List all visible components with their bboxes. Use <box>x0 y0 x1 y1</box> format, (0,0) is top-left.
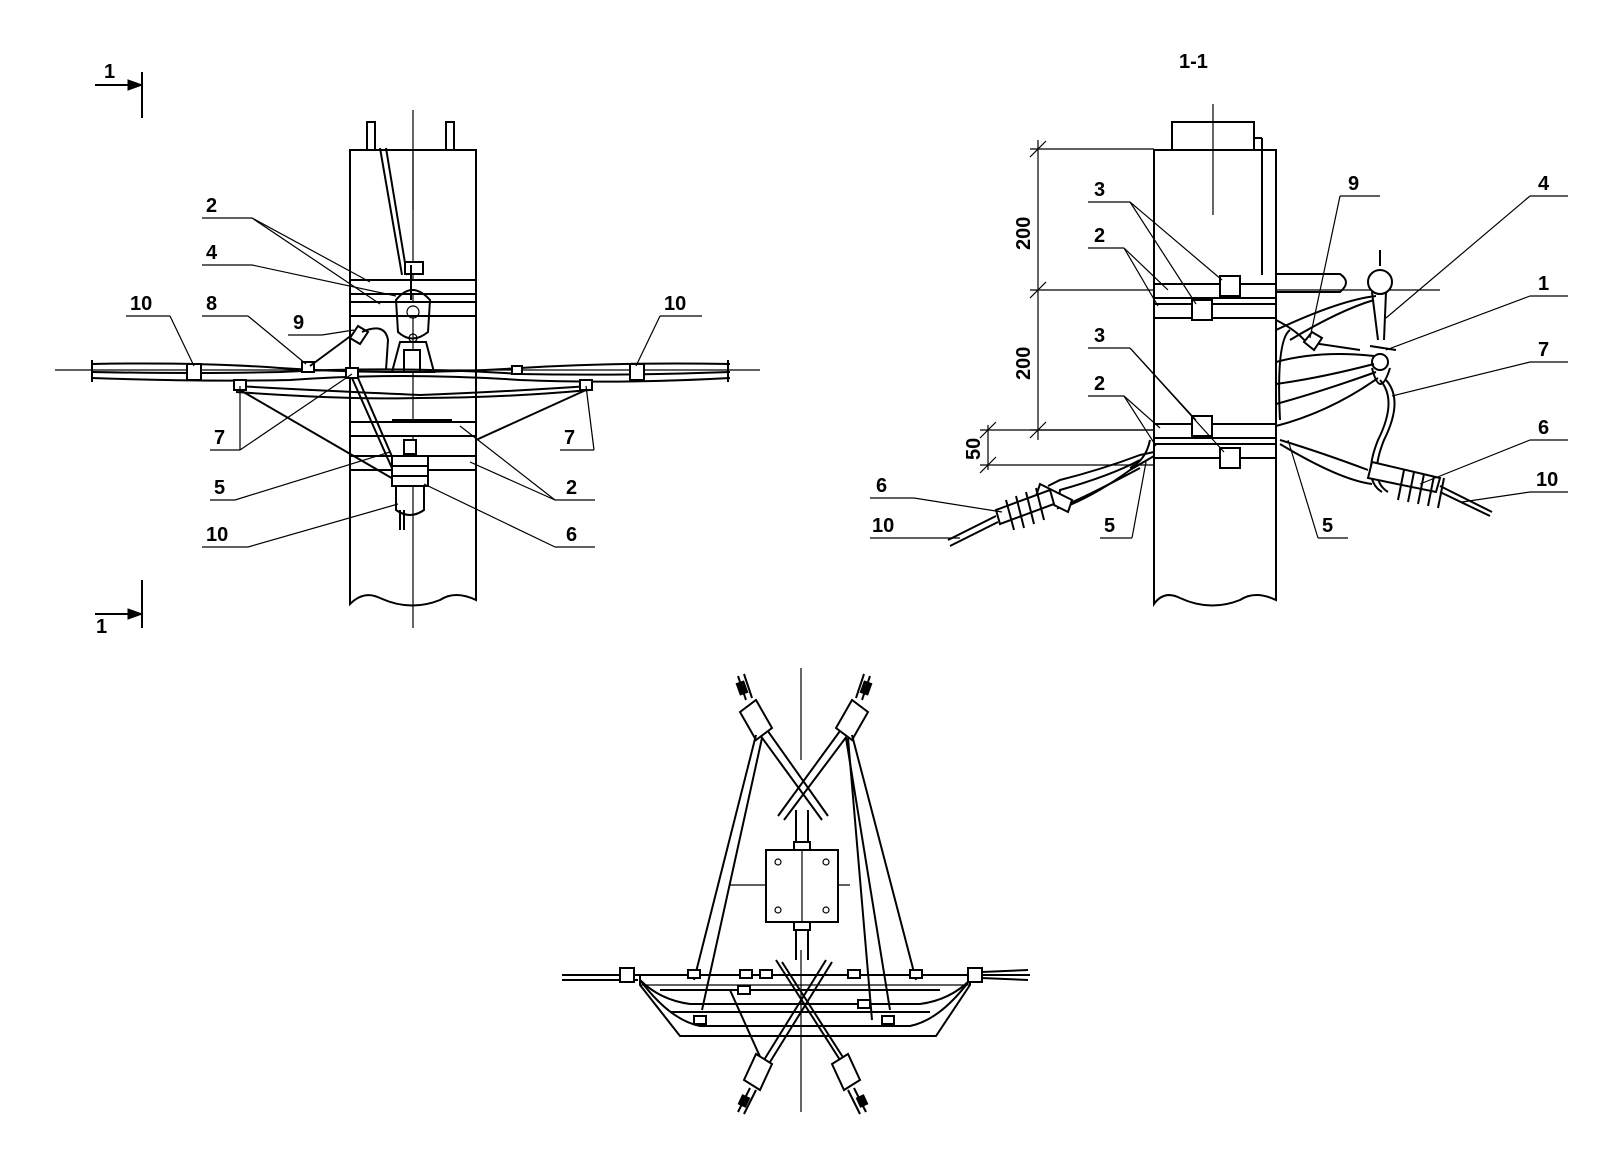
front-callout-4: 4 <box>206 242 218 264</box>
front-insulator <box>391 439 429 530</box>
section-callout-2-mid: 2 <box>1094 373 1105 395</box>
section-title: 1-1 <box>1179 51 1208 73</box>
front-callout-8: 8 <box>206 293 217 315</box>
plan-bottom-insulators <box>729 959 869 1115</box>
dim-200-bottom: 200 <box>1013 347 1035 380</box>
section-callout-6-right: 6 <box>1538 417 1549 439</box>
front-callout-7-right: 7 <box>564 427 575 449</box>
section-mark-bottom-label: 1 <box>96 616 107 638</box>
section-callout-5-right: 5 <box>1322 515 1333 537</box>
section-mark-bottom: 1 <box>95 580 144 638</box>
section-callout-1: 1 <box>1538 273 1549 295</box>
section-mark-top-label: 1 <box>104 61 115 83</box>
section-callout-2-top: 2 <box>1094 225 1105 247</box>
section-view: 1-1 <box>870 51 1568 608</box>
front-callout-7-left: 7 <box>214 427 225 449</box>
section-callout-4: 4 <box>1538 173 1550 195</box>
front-callouts: 2 4 10 8 9 10 7 <box>126 195 702 548</box>
front-wire-bundle <box>55 324 760 481</box>
section-callout-10-right: 10 <box>1536 469 1558 491</box>
plan-top-insulators <box>693 673 917 1021</box>
section-callout-5-left: 5 <box>1104 515 1115 537</box>
front-callout-5: 5 <box>214 477 225 499</box>
plan-view <box>562 668 1030 1115</box>
front-callout-2-bottom: 2 <box>566 477 577 499</box>
dim-50: 50 <box>963 438 985 460</box>
section-callout-10-left: 10 <box>872 515 894 537</box>
front-callout-10-bottom: 10 <box>206 524 228 546</box>
front-callout-10-right: 10 <box>664 293 686 315</box>
section-callout-3-top: 3 <box>1094 179 1105 201</box>
section-mark-top: 1 <box>95 61 144 118</box>
front-callout-6: 6 <box>566 524 577 546</box>
front-callout-10-left: 10 <box>130 293 152 315</box>
plan-wire-tray <box>562 967 1030 1037</box>
front-callout-9: 9 <box>293 312 304 334</box>
section-callout-6-left: 6 <box>876 475 887 497</box>
plan-plate <box>765 810 839 960</box>
front-shackle <box>390 261 436 373</box>
section-callout-7: 7 <box>1538 339 1549 361</box>
section-pole <box>1153 104 1277 608</box>
section-dimensions: 200 200 50 <box>963 140 1154 474</box>
front-callout-2-top: 2 <box>206 195 217 217</box>
section-bands <box>1153 275 1277 469</box>
dim-200-top: 200 <box>1013 217 1035 250</box>
section-callout-3-mid: 3 <box>1094 325 1105 347</box>
section-right-hardware <box>1275 250 1493 517</box>
section-callouts: 3 2 3 2 9 4 1 <box>870 173 1568 539</box>
front-view: 2 4 10 8 9 10 7 <box>55 110 760 628</box>
section-left-hardware <box>947 439 1155 547</box>
section-callout-9: 9 <box>1348 173 1359 195</box>
